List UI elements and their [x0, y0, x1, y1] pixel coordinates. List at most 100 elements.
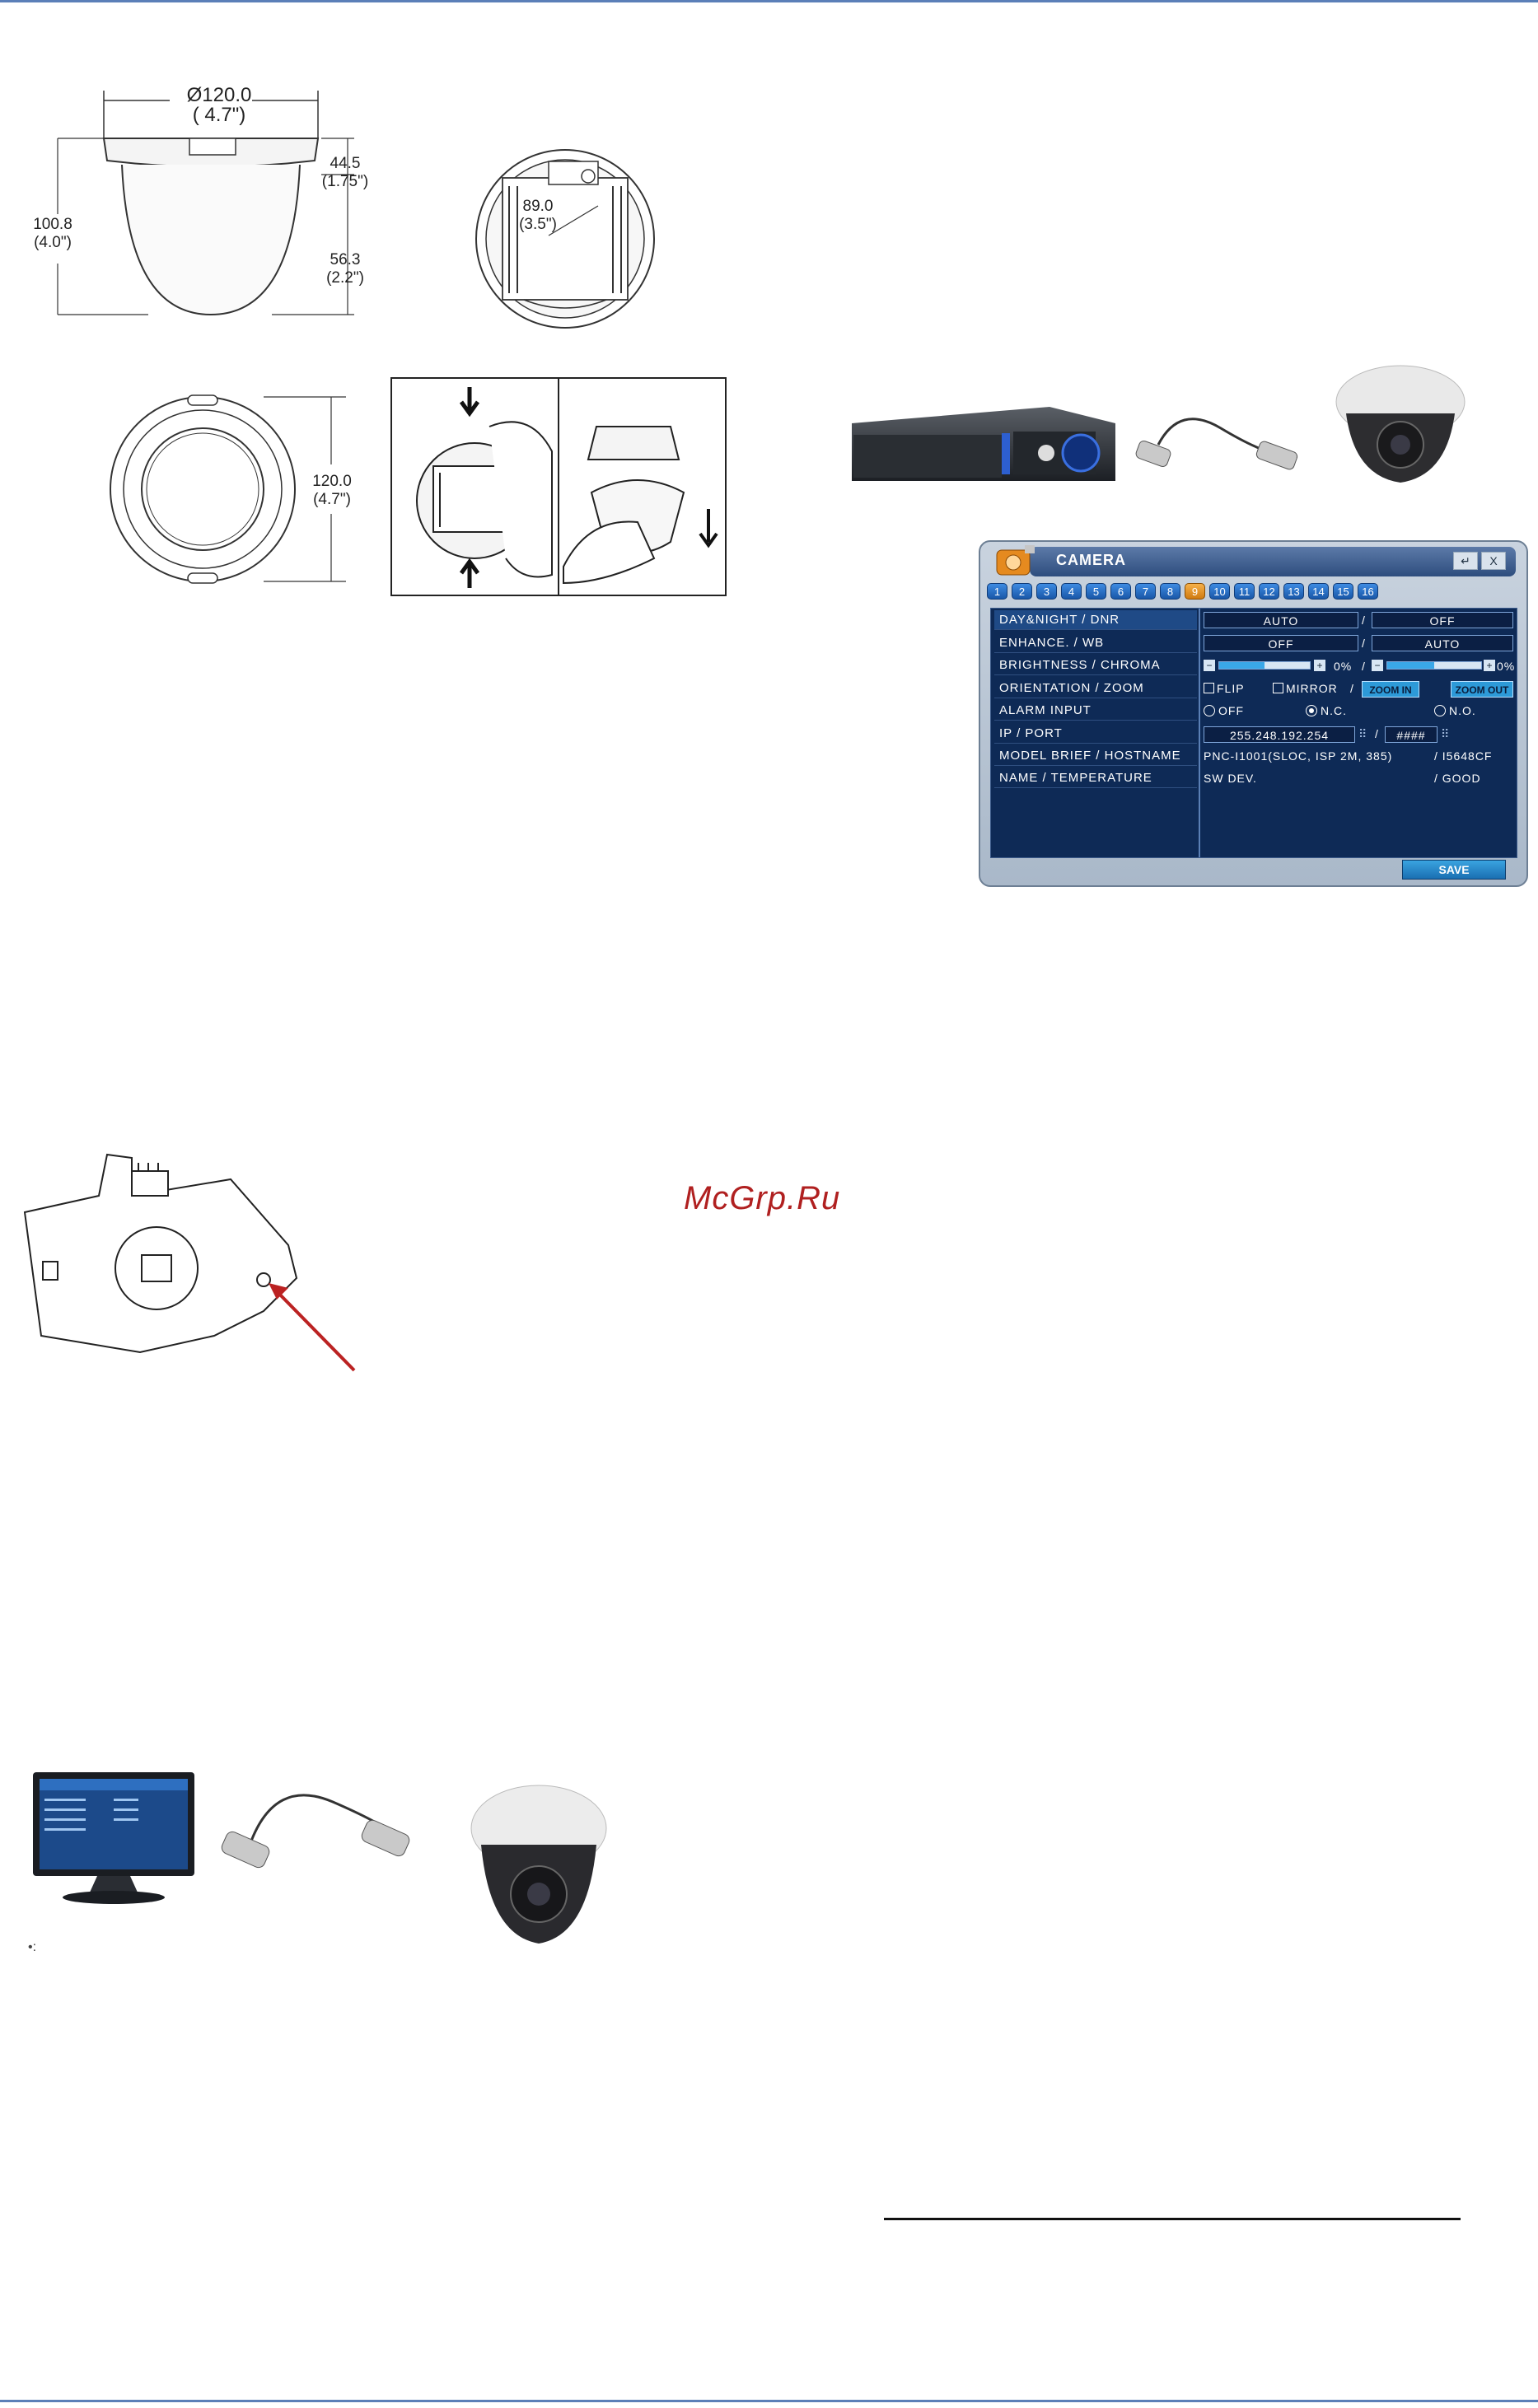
- separator-slash: /: [1362, 637, 1366, 650]
- separator-slash: /: [1350, 682, 1354, 695]
- tab-channel-5[interactable]: 5: [1086, 583, 1106, 600]
- tab-channel-11[interactable]: 11: [1234, 583, 1255, 600]
- dim-width: 120.0: [312, 473, 352, 490]
- alarm-off-label: OFF: [1218, 704, 1244, 717]
- row-label-daynight: DAY&NIGHT / DNR: [994, 610, 1197, 630]
- dim-diameter: Ø120.0: [186, 84, 252, 106]
- tab-channel-4[interactable]: 4: [1061, 583, 1082, 600]
- alarm-nc-label: N.C.: [1321, 704, 1347, 717]
- tab-channel-3[interactable]: 3: [1036, 583, 1057, 600]
- row-label-alarm: ALARM INPUT: [994, 701, 1197, 721]
- flip-label: FLIP: [1217, 682, 1245, 695]
- tab-channel-7[interactable]: 7: [1135, 583, 1156, 600]
- dome-top-ring-drawing: [107, 382, 354, 596]
- row-label-enhance: ENHANCE. / WB: [994, 633, 1197, 653]
- port-field[interactable]: ####: [1385, 726, 1437, 743]
- ip-grid-icon[interactable]: ⠿: [1358, 727, 1368, 740]
- save-button[interactable]: SAVE: [1402, 860, 1506, 880]
- dim-base-height-in: (1.75"): [321, 173, 369, 190]
- dim-width-in: (4.7"): [313, 491, 351, 508]
- tab-channel-8[interactable]: 8: [1160, 583, 1180, 600]
- row-label-ip-port: IP / PORT: [994, 724, 1197, 744]
- top-rule: [0, 0, 1538, 2]
- close-button[interactable]: X: [1481, 552, 1506, 570]
- monitor-image: [31, 1771, 196, 1917]
- row-label-name: NAME / TEMPERATURE: [994, 768, 1197, 788]
- hostname-value: / I5648CF: [1434, 749, 1493, 763]
- tab-channel-6[interactable]: 6: [1110, 583, 1131, 600]
- chroma-plus-button[interactable]: +: [1484, 660, 1495, 671]
- enhance-select[interactable]: OFF: [1204, 635, 1358, 651]
- column-divider: [1199, 609, 1200, 857]
- installation-illustration: [390, 377, 727, 596]
- alarm-nc-radio[interactable]: [1306, 705, 1317, 716]
- separator-slash: /: [1375, 727, 1379, 740]
- settings-panel: DAY&NIGHT / DNR ENHANCE. / WB BRIGHTNESS…: [990, 608, 1517, 858]
- alarm-no-label: N.O.: [1449, 704, 1476, 717]
- bottom-rule: [0, 2400, 1538, 2402]
- chroma-value: 0%: [1497, 660, 1516, 673]
- signature-line: [884, 2218, 1461, 2220]
- daynight-select[interactable]: AUTO: [1204, 612, 1358, 628]
- dome-bottom-view-drawing: [458, 145, 680, 334]
- brightness-slider[interactable]: [1218, 661, 1311, 670]
- brightness-minus-button[interactable]: −: [1204, 660, 1215, 671]
- zoom-in-button[interactable]: ZOOM IN: [1362, 681, 1419, 698]
- alarm-off-radio[interactable]: [1204, 705, 1215, 716]
- ip-field[interactable]: 255.248.192.254: [1204, 726, 1355, 743]
- dim-total-height-in: (4.0"): [34, 234, 72, 251]
- temperature-value: / GOOD: [1434, 772, 1481, 785]
- row-label-brightness: BRIGHTNESS / CHROMA: [994, 656, 1197, 675]
- dim-total-height: 100.8: [33, 216, 72, 233]
- mirror-checkbox[interactable]: [1273, 683, 1283, 693]
- dim-inner: 89.0: [522, 198, 554, 215]
- dim-diameter-in: ( 4.7"): [192, 104, 246, 126]
- dialog-title: CAMERA: [1056, 552, 1126, 568]
- enter-button[interactable]: ↵: [1453, 552, 1478, 570]
- model-value: PNC-I1001(SLOC, ISP 2M, 385): [1204, 749, 1393, 763]
- alarm-no-radio[interactable]: [1434, 705, 1446, 716]
- brightness-value: 0%: [1334, 660, 1353, 673]
- wb-select[interactable]: AUTO: [1372, 635, 1513, 651]
- row-label-model: MODEL BRIEF / HOSTNAME: [994, 746, 1197, 766]
- dialog-titlebar: [1030, 547, 1516, 576]
- separator-slash: /: [1362, 614, 1366, 627]
- separator-slash: /: [1362, 660, 1366, 673]
- watermark-text: McGrp.Ru: [684, 1180, 841, 1216]
- dim-dome-height: 56.3: [330, 251, 361, 268]
- tab-channel-10[interactable]: 10: [1209, 583, 1230, 600]
- name-value: SW DEV.: [1204, 772, 1257, 785]
- chroma-slider[interactable]: [1386, 661, 1482, 670]
- zoom-out-button[interactable]: ZOOM OUT: [1451, 681, 1513, 698]
- dome-side-view-drawing: [25, 82, 379, 329]
- dome-camera-image: [1321, 352, 1483, 492]
- tab-channel-15[interactable]: 15: [1333, 583, 1353, 600]
- camera-settings-dialog: CAMERA ↵ X 1 2 3 4 5 6 7 8 9 10 11 12 13…: [979, 540, 1528, 887]
- port-grid-icon[interactable]: ⠿: [1441, 727, 1451, 740]
- camera-board-drawing: [16, 1146, 362, 1377]
- brightness-plus-button[interactable]: +: [1314, 660, 1325, 671]
- dim-dome-height-in: (2.2"): [326, 269, 364, 287]
- tab-channel-14[interactable]: 14: [1308, 583, 1329, 600]
- bnc-cable-image: [1130, 412, 1308, 486]
- dim-inner-in: (3.5"): [519, 216, 557, 233]
- chroma-slider-fill: [1387, 662, 1434, 669]
- brightness-slider-fill: [1219, 662, 1265, 669]
- dnr-select[interactable]: OFF: [1372, 612, 1513, 628]
- tab-channel-1[interactable]: 1: [987, 583, 1007, 600]
- mirror-label: MIRROR: [1286, 682, 1338, 695]
- dome-camera-image: [456, 1771, 626, 1965]
- dim-base-height: 44.5: [330, 155, 361, 172]
- chroma-minus-button[interactable]: −: [1372, 660, 1383, 671]
- tab-channel-16[interactable]: 16: [1358, 583, 1378, 600]
- tab-channel-12[interactable]: 12: [1259, 583, 1279, 600]
- photo-caption-mark: •:: [28, 1940, 37, 1954]
- dvr-device-image: [844, 399, 1122, 488]
- tab-channel-9[interactable]: 9: [1185, 583, 1205, 600]
- flip-checkbox[interactable]: [1204, 683, 1214, 693]
- tab-channel-2[interactable]: 2: [1012, 583, 1032, 600]
- tab-channel-13[interactable]: 13: [1283, 583, 1304, 600]
- bnc-cable-image: [217, 1785, 415, 1881]
- camera-icon: [992, 542, 1038, 580]
- row-label-orientation: ORIENTATION / ZOOM: [994, 679, 1197, 698]
